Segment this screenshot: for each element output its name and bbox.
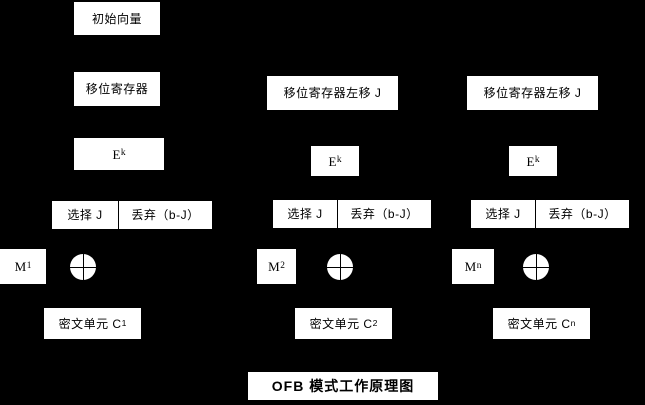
initial-vector-box: 初始向量 [74, 2, 160, 35]
ciphertext-label-base: 密文单元 C [309, 316, 373, 331]
shift-register-label: 移位寄存器 [85, 82, 149, 96]
diagram-title-label: OFB 模式工作原理图 [271, 378, 415, 394]
discard-label: 丢弃（b-J） [131, 208, 200, 222]
shift-register-box-col2: 移位寄存器左移 J [267, 76, 398, 110]
discard-box-col2: 丢弃（b-J） [338, 200, 431, 228]
xor-icon-col1 [70, 254, 96, 280]
discard-label: 丢弃（b-J） [548, 207, 617, 221]
ciphertext-label-sub: n [570, 318, 576, 329]
select-box-col1: 选择 J [52, 201, 118, 229]
ciphertext-label-base: 密文单元 C [58, 316, 122, 331]
select-label: 选择 J [485, 207, 521, 221]
plaintext-label-sub: n [476, 260, 482, 271]
shift-register-box-col1: 移位寄存器 [74, 72, 160, 106]
plaintext-label-base: M [268, 259, 281, 274]
plaintext-label-sub: 1 [26, 260, 32, 271]
discard-box-col1: 丢弃（b-J） [119, 201, 212, 229]
encrypt-label-base: E [526, 153, 535, 169]
shift-register-left-label: 移位寄存器左移 J [283, 86, 382, 100]
ciphertext-label-sub: 2 [372, 318, 378, 329]
plaintext-label-base: M [464, 259, 477, 274]
diagram-title: OFB 模式工作原理图 [248, 372, 438, 400]
encrypt-label-base: E [328, 153, 337, 169]
select-label: 选择 J [67, 208, 103, 222]
encrypt-label-sub: k [534, 155, 540, 166]
shift-register-left-label: 移位寄存器左移 J [483, 86, 582, 100]
shift-register-box-coln: 移位寄存器左移 J [467, 76, 598, 110]
discard-label: 丢弃（b-J） [350, 207, 419, 221]
select-box-col2: 选择 J [273, 200, 337, 228]
encrypt-label-base: E [112, 146, 121, 162]
ciphertext-label-base: 密文单元 C [507, 316, 571, 331]
ciphertext-label-sub: 1 [121, 318, 127, 329]
plaintext-label-sub: 2 [280, 260, 285, 271]
discard-box-coln: 丢弃（b-J） [536, 200, 629, 228]
select-box-coln: 选择 J [471, 200, 535, 228]
encrypt-label-sub: k [336, 155, 342, 166]
encrypt-label-sub: k [120, 148, 126, 159]
initial-vector-label: 初始向量 [91, 11, 142, 26]
plaintext-label-base: M [14, 259, 27, 274]
xor-icon-col2 [327, 254, 353, 280]
select-label: 选择 J [287, 207, 323, 221]
xor-icon-coln [523, 254, 549, 280]
